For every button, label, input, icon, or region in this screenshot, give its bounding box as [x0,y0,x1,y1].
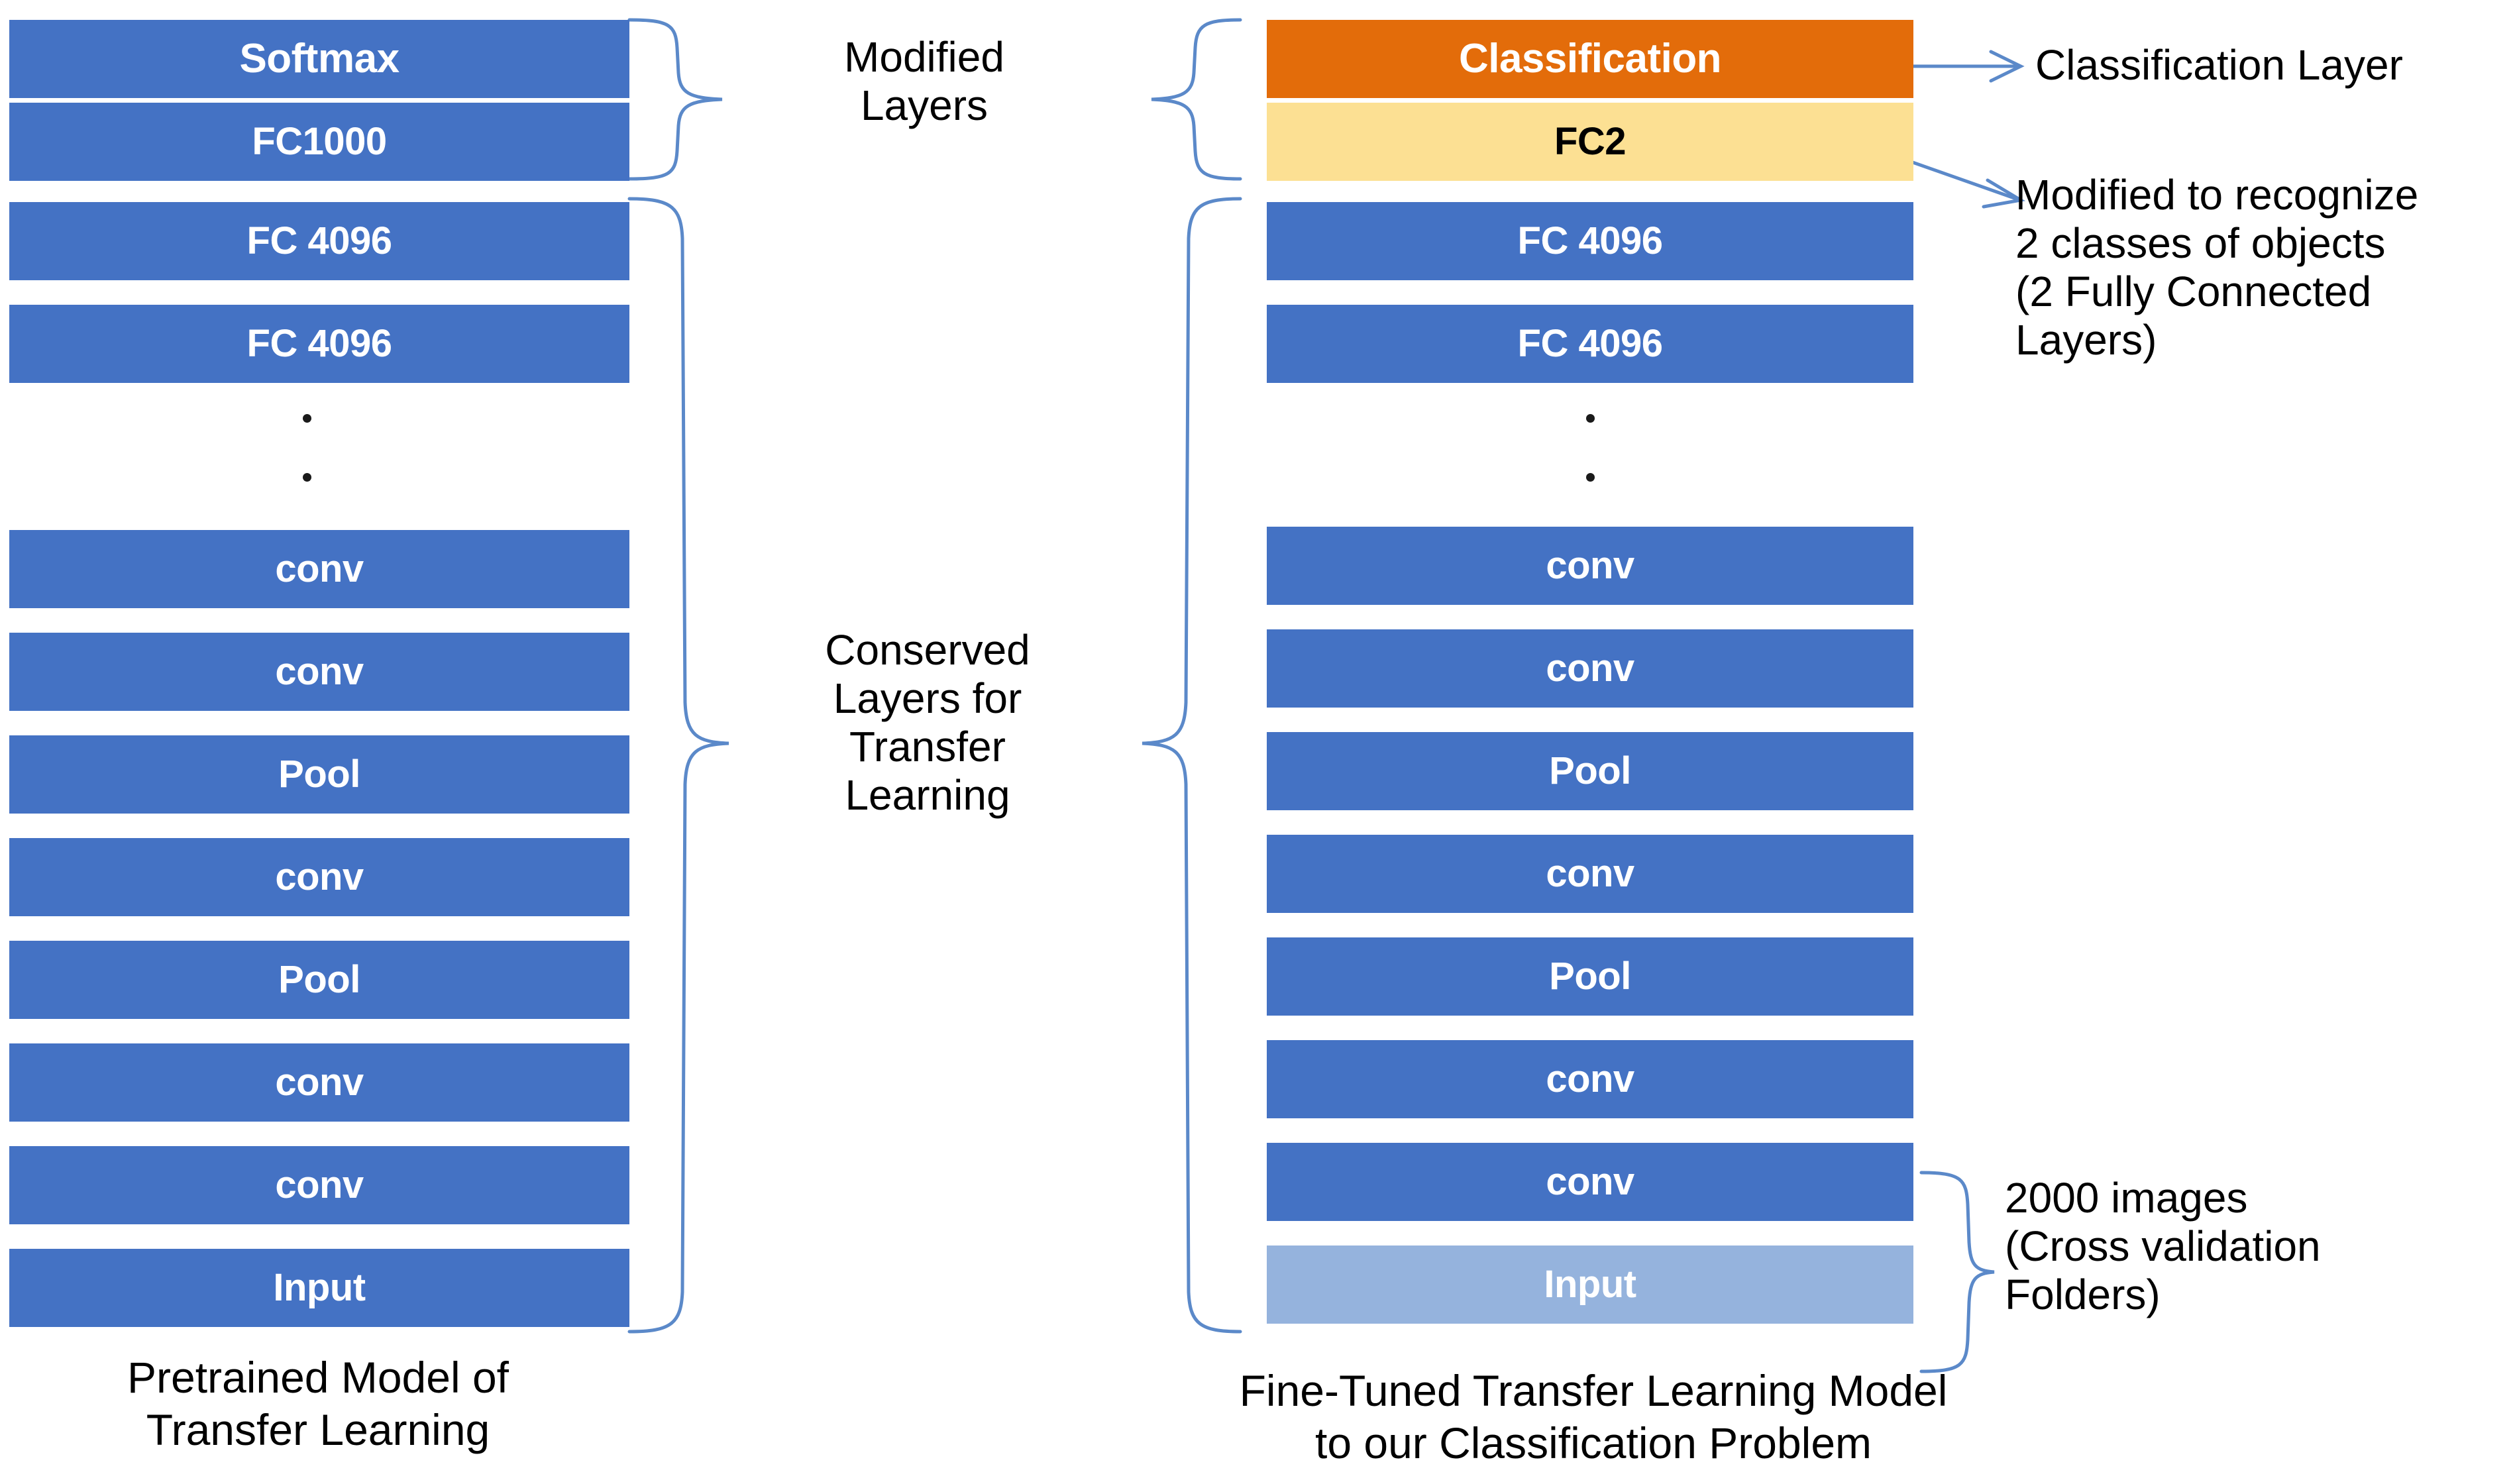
left-layer-label: conv [275,547,364,590]
right-layer-conv-2[interactable]: conv [1267,629,1913,708]
left-layer-label: conv [275,1163,364,1206]
right-layer-label: Input [1544,1263,1636,1306]
left-layer-conv-3[interactable]: conv [9,838,629,916]
ellipsis-dot [302,472,311,482]
right-layer-conv-4[interactable]: conv [1267,1040,1913,1118]
brace-right-modified [1151,18,1242,181]
left-layer-softmax[interactable]: Softmax [9,20,629,98]
annotation-modified-layers: Modified Layers [844,33,1004,129]
right-model-caption: Fine-Tuned Transfer Learning Model to ou… [1239,1366,1948,1468]
right-layer-label: FC 4096 [1517,219,1663,262]
ellipsis-dot [1585,472,1595,482]
annotation-dataset-note: 2000 images (Cross validation Folders) [2005,1174,2321,1318]
brace-left-conserved [627,197,729,1334]
arrow-classification-head [1989,50,2025,83]
right-layer-label: FC 4096 [1517,322,1663,365]
left-layer-input[interactable]: Input [9,1249,629,1327]
right-layer-label: conv [1546,1160,1634,1203]
brace-left-modified [627,18,723,181]
right-layer-fc2[interactable]: FC2 [1267,103,1913,181]
right-layer-pool-2[interactable]: Pool [1267,937,1913,1016]
right-layer-input[interactable]: Input [1267,1246,1913,1324]
annotation-conserved-layers: Conserved Layers for Transfer Learning [825,626,1030,819]
left-layer-conv-2[interactable]: conv [9,633,629,711]
left-layer-label: Pool [278,753,360,796]
left-layer-label: Pool [278,958,360,1001]
left-layer-label: conv [275,650,364,693]
left-layer-label: Softmax [239,36,400,81]
annotation-classification-layer: Classification Layer [2035,41,2403,89]
left-ellipsis [301,414,312,540]
right-layer-conv-5[interactable]: conv [1267,1143,1913,1221]
brace-dataset [1919,1171,1995,1373]
left-layer-pool-2[interactable]: Pool [9,941,629,1019]
right-layer-label: Pool [1549,749,1631,792]
right-layer-label: FC2 [1554,120,1627,163]
right-layer-label: conv [1546,647,1634,690]
annotation-modified-to-recognize: Modified to recognize 2 classes of objec… [2015,171,2419,364]
ellipsis-dot [1585,414,1595,423]
left-layer-label: FC1000 [252,120,387,163]
right-layer-fc4096-a[interactable]: FC 4096 [1267,202,1913,280]
right-layer-label: conv [1546,1057,1634,1100]
left-layer-conv-4[interactable]: conv [9,1043,629,1122]
left-layer-fc4096-a[interactable]: FC 4096 [9,202,629,280]
left-layer-label: conv [275,855,364,898]
left-model-caption: Pretrained Model of Transfer Learning [127,1353,509,1455]
right-layer-label: conv [1546,852,1634,895]
right-layer-pool-1[interactable]: Pool [1267,732,1913,810]
left-layer-conv-1[interactable]: conv [9,530,629,608]
right-layer-label: Classification [1458,36,1722,81]
left-layer-label: Input [273,1266,366,1309]
left-layer-label: FC 4096 [246,219,392,262]
right-layer-conv-1[interactable]: conv [1267,527,1913,605]
left-layer-label: conv [275,1061,364,1104]
left-layer-fc4096-b[interactable]: FC 4096 [9,305,629,383]
left-layer-fc1000[interactable]: FC1000 [9,103,629,181]
right-layer-conv-3[interactable]: conv [1267,835,1913,913]
right-layer-classification[interactable]: Classification [1267,20,1913,98]
ellipsis-dot [302,414,311,423]
left-layer-conv-5[interactable]: conv [9,1146,629,1224]
right-ellipsis [1585,414,1595,540]
right-layer-fc4096-b[interactable]: FC 4096 [1267,305,1913,383]
right-layer-label: Pool [1549,955,1631,998]
left-layer-label: FC 4096 [246,322,392,365]
brace-right-conserved [1142,197,1242,1334]
right-layer-label: conv [1546,544,1634,587]
left-layer-pool-1[interactable]: Pool [9,735,629,814]
